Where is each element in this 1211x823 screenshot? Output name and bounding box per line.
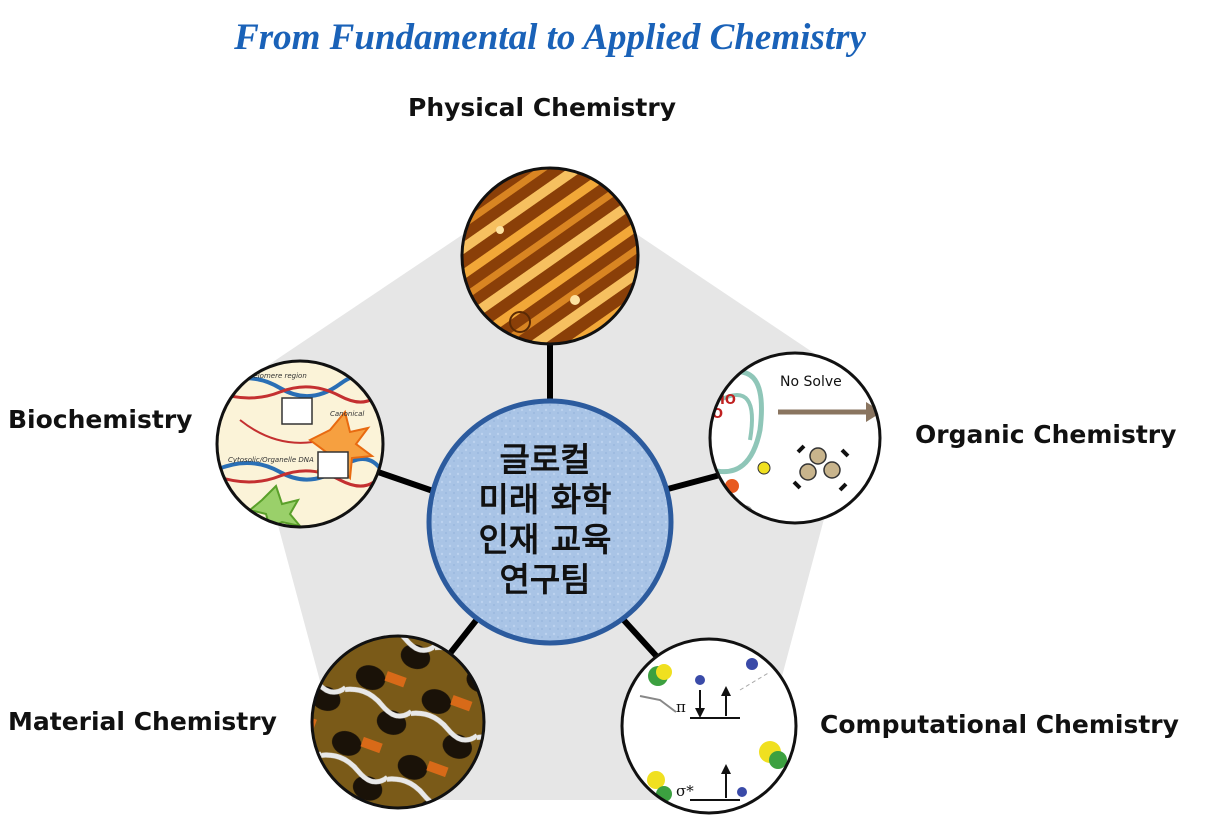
svg-text:O: O (712, 407, 723, 422)
material-chemistry-image (310, 634, 486, 810)
biochemistry-label: Biochemistry (8, 405, 193, 434)
svg-text:σ*: σ* (676, 782, 694, 800)
material-chemistry-label: Material Chemistry (8, 707, 277, 736)
svg-text:Canonical: Canonical (330, 410, 364, 418)
biochemistry-image: Telomere region Cytosolic/Organelle DNA … (215, 359, 385, 529)
physical-chemistry-label: Physical Chemistry (408, 93, 677, 122)
organic-chemistry-image: No Solve HO O (708, 351, 882, 525)
center-text-line-2: 미래 화학 (478, 480, 612, 519)
organic-chemistry-label: Organic Chemistry (915, 420, 1177, 449)
svg-text:π: π (676, 698, 686, 716)
connector-lines (375, 341, 723, 663)
center-circle (426, 398, 674, 646)
center-text-line-1: 글로컬 (499, 440, 591, 479)
svg-text:Telomere region: Telomere region (250, 372, 307, 380)
computational-chemistry-image: π σ* (620, 637, 798, 815)
center-text-line-3: 인재 교육 (478, 520, 612, 559)
center-text-line-4: 연구팀 (499, 560, 591, 599)
page-title: From Fundamental to Applied Chemistry (234, 17, 866, 58)
physical-chemistry-image (460, 166, 640, 346)
svg-text:Cytosolic/Organelle DNA: Cytosolic/Organelle DNA (228, 456, 314, 464)
computational-chemistry-label: Computational Chemistry (820, 710, 1179, 739)
svg-text:No Solve: No Solve (780, 374, 842, 390)
center-team-name: 글로컬 미래 화학 인재 교육 연구팀 (440, 440, 650, 600)
